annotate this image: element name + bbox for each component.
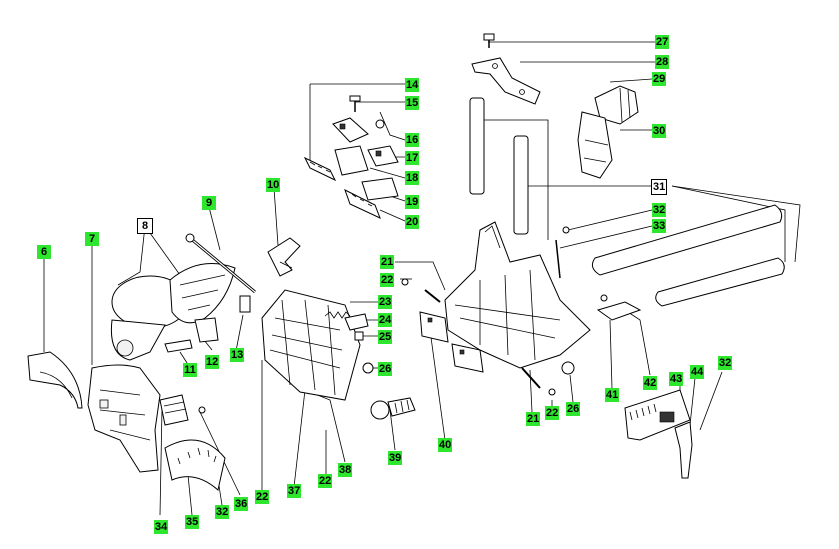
part-32-screw (562, 226, 570, 234)
label-20: 20 (405, 215, 420, 229)
part-43-angle-plate (624, 389, 691, 441)
part-23-spring (324, 311, 351, 319)
label-22-mid: 22 (318, 474, 333, 488)
part-35-scale (164, 439, 226, 491)
part-18-block (334, 145, 369, 176)
part-44-clip (674, 421, 693, 479)
part-7-housing-plate (87, 364, 161, 473)
part-26-knob (362, 362, 374, 374)
part-21-pin (424, 289, 441, 303)
label-24: 24 (378, 313, 393, 327)
label-22-upper: 22 (380, 273, 395, 287)
part-17-block (367, 145, 399, 167)
label-29: 29 (652, 72, 667, 86)
label-10: 10 (266, 178, 281, 192)
label-30: 30 (652, 124, 667, 138)
label-41: 41 (605, 388, 620, 402)
part-9-rod (185, 233, 256, 294)
label-6: 6 (37, 245, 51, 259)
label-32-lower: 32 (215, 505, 230, 519)
part-14-rail (303, 156, 337, 182)
label-43: 43 (669, 372, 684, 386)
label-8: 8 (137, 218, 153, 234)
label-26-right: 26 (566, 402, 581, 416)
label-14: 14 (405, 78, 420, 92)
label-35: 35 (185, 515, 200, 529)
part-40-block-set (419, 311, 484, 373)
part-33-pin (555, 239, 561, 279)
label-38: 38 (338, 463, 353, 477)
part-12-clamp (194, 317, 219, 343)
label-39: 39 (388, 451, 403, 465)
part-8-motor-cover (110, 263, 236, 361)
label-28: 28 (655, 55, 670, 69)
label-34: 34 (154, 520, 169, 534)
label-21-lower: 21 (526, 412, 541, 426)
part-15-screw (349, 95, 385, 129)
part-37-guide-plate (261, 289, 361, 401)
label-31: 31 (650, 179, 668, 195)
label-22-left: 22 (255, 490, 270, 504)
part-39-lock (370, 397, 416, 420)
part-26-knob-lower (561, 361, 575, 375)
part-10-lever (267, 237, 301, 277)
part-31-tube-upper (591, 204, 783, 276)
part-13-sleeve (239, 295, 251, 313)
label-21-upper: 21 (380, 255, 395, 269)
label-26-left: 26 (378, 362, 393, 376)
part-11-pin (164, 339, 193, 353)
part-16-block (332, 117, 369, 143)
part-34-clamp (159, 394, 189, 426)
label-9: 9 (202, 196, 216, 210)
part-25-pin (354, 331, 364, 341)
label-12: 12 (205, 355, 220, 369)
label-32-right: 32 (718, 356, 733, 370)
label-40: 40 (438, 438, 453, 452)
label-19: 19 (405, 195, 420, 209)
part-42-screw (600, 294, 608, 302)
part-22-screw (401, 278, 409, 286)
part-base-housing (444, 221, 591, 369)
part-22-screw-lower (548, 388, 556, 396)
label-44: 44 (690, 365, 705, 379)
part-19-block (361, 177, 399, 201)
label-37: 37 (287, 484, 302, 498)
part-28-bracket (471, 57, 541, 105)
part-31-tube-lower (655, 257, 785, 307)
part-20-rail (344, 188, 381, 219)
label-22-lower: 22 (545, 406, 560, 420)
label-27: 27 (655, 35, 670, 49)
part-21-pin-lower (521, 367, 541, 389)
part-41-slider (596, 301, 642, 321)
label-17: 17 (405, 151, 420, 165)
label-36: 36 (234, 497, 249, 511)
label-13: 13 (230, 348, 245, 362)
part-24-clip (344, 313, 369, 331)
label-16: 16 (405, 133, 420, 147)
label-23: 23 (378, 295, 393, 309)
label-25: 25 (378, 330, 393, 344)
part-36-screw (198, 406, 206, 414)
label-7: 7 (85, 232, 99, 246)
label-18: 18 (405, 171, 420, 185)
label-15: 15 (405, 96, 420, 110)
part-27-screw (483, 33, 495, 48)
part-30-adapter (577, 111, 613, 179)
part-6-guard-segment (27, 351, 83, 409)
label-32-upper: 32 (652, 203, 667, 217)
label-11: 11 (183, 363, 197, 377)
label-42: 42 (643, 376, 658, 390)
part-column-right (513, 135, 529, 235)
label-33: 33 (652, 219, 667, 233)
part-column-left (469, 97, 485, 195)
